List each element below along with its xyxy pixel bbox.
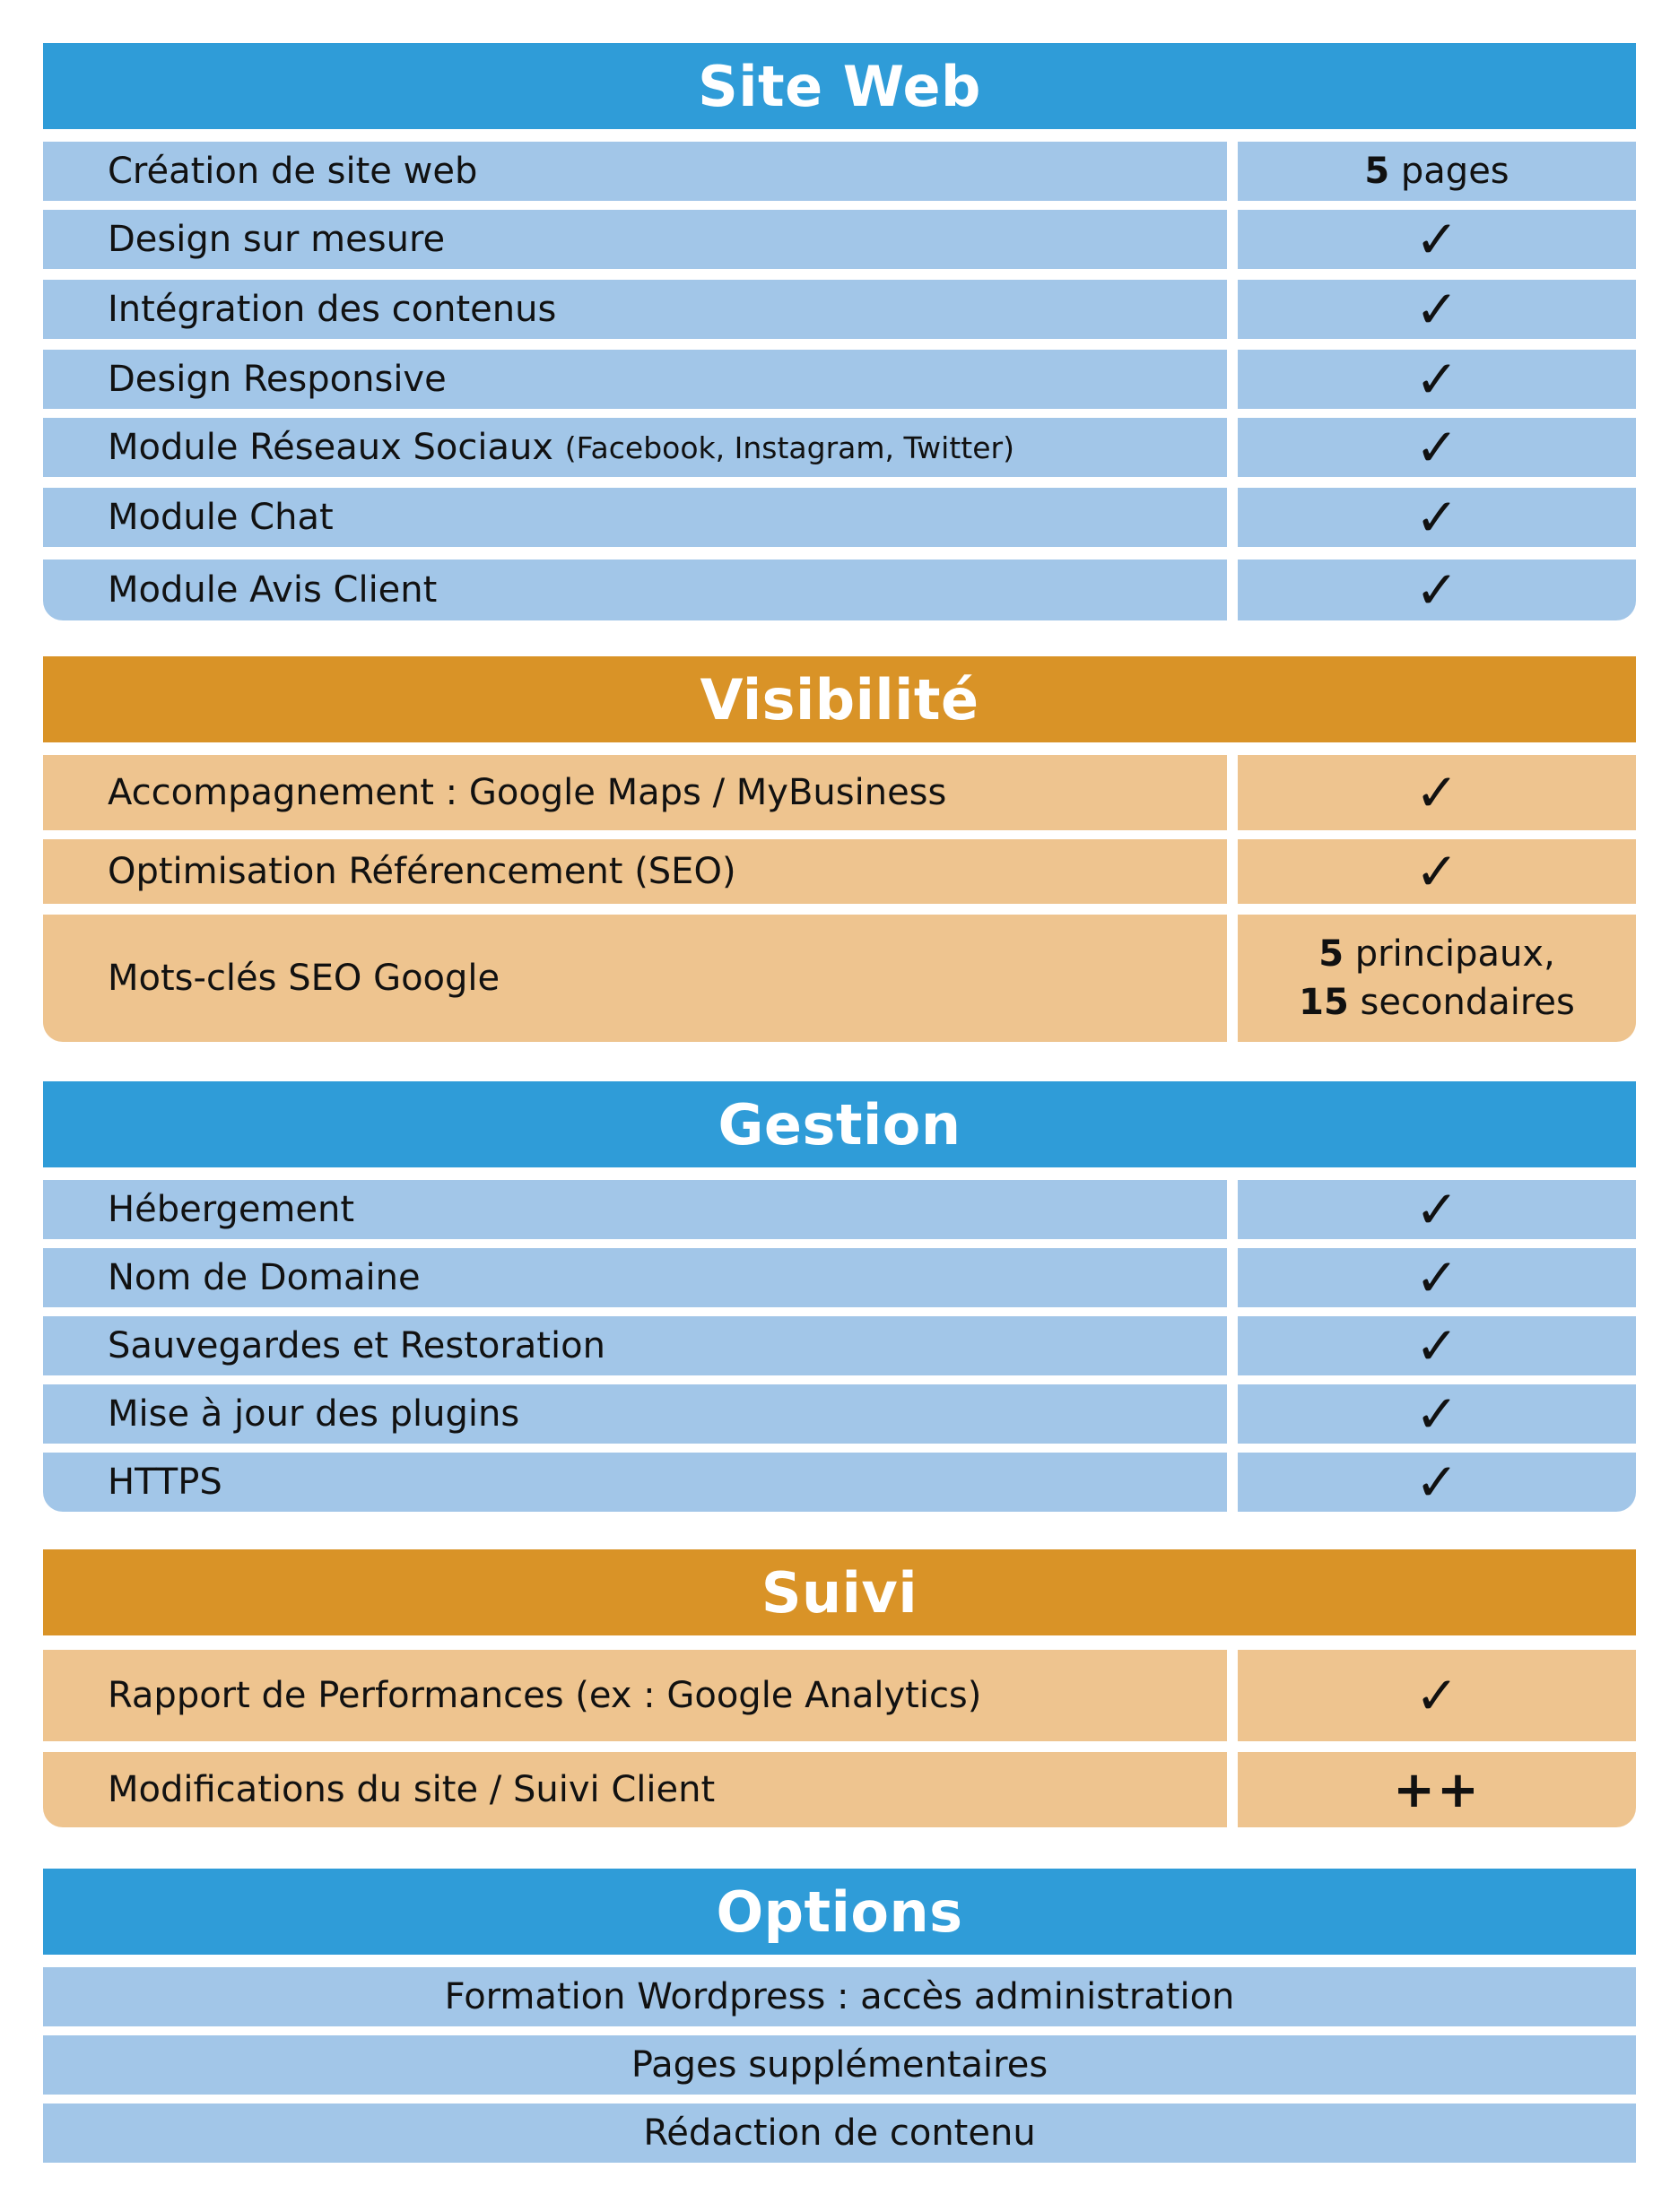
row-value: ✓ xyxy=(1238,418,1636,477)
row-value: ✓ xyxy=(1238,280,1636,339)
row-value: ✓ xyxy=(1238,1453,1636,1512)
section-header-options: Options xyxy=(43,1869,1636,1955)
checkmark-icon: ✓ xyxy=(1414,762,1459,823)
checkmark-icon: ✓ xyxy=(1414,279,1459,340)
row-label: Design Responsive xyxy=(43,350,1227,409)
row-value: ✓ xyxy=(1238,1316,1636,1375)
checkmark-icon: ✓ xyxy=(1414,1179,1459,1240)
row-value: ++ xyxy=(1238,1752,1636,1827)
table-row: Accompagnement : Google Maps / MyBusines… xyxy=(43,755,1636,830)
table-row: Nom de Domaine ✓ xyxy=(43,1248,1636,1307)
row-value: ✓ xyxy=(1238,350,1636,409)
table-row: Création de site web 5 pages xyxy=(43,142,1636,201)
row-value: ✓ xyxy=(1238,488,1636,547)
checkmark-icon: ✓ xyxy=(1414,1315,1459,1376)
section-title: Site Web xyxy=(698,53,981,119)
section-title: Suivi xyxy=(761,1559,918,1626)
row-value: 5 pages xyxy=(1238,142,1636,201)
table-row: Module Réseaux Sociaux (Facebook, Instag… xyxy=(43,418,1636,477)
checkmark-icon: ✓ xyxy=(1414,841,1459,902)
table-row: Intégration des contenus ✓ xyxy=(43,280,1636,339)
checkmark-icon: ✓ xyxy=(1414,1452,1459,1513)
row-value: ✓ xyxy=(1238,560,1636,620)
section-header-gestion: Gestion xyxy=(43,1081,1636,1167)
row-value: ✓ xyxy=(1238,1248,1636,1307)
checkmark-icon: ✓ xyxy=(1414,560,1459,620)
section-header-visibilite: Visibilité xyxy=(43,656,1636,742)
row-label: Design sur mesure xyxy=(43,210,1227,269)
checkmark-icon: ✓ xyxy=(1414,417,1459,478)
row-label: Accompagnement : Google Maps / MyBusines… xyxy=(43,755,1227,830)
row-label: HTTPS xyxy=(43,1453,1227,1512)
checkmark-icon: ✓ xyxy=(1414,487,1459,548)
row-value: ✓ xyxy=(1238,1384,1636,1444)
section-title: Visibilité xyxy=(700,666,979,733)
table-row: Design Responsive ✓ xyxy=(43,350,1636,409)
row-label: Mise à jour des plugins xyxy=(43,1384,1227,1444)
row-label: Rapport de Performances (ex : Google Ana… xyxy=(43,1650,1227,1741)
table-row: Module Avis Client ✓ xyxy=(43,560,1636,620)
row-label: Module Réseaux Sociaux (Facebook, Instag… xyxy=(43,418,1227,477)
section-header-site-web: Site Web xyxy=(43,43,1636,129)
section-header-suivi: Suivi xyxy=(43,1549,1636,1635)
row-label: Modifications du site / Suivi Client xyxy=(43,1752,1227,1827)
table-row: Mise à jour des plugins ✓ xyxy=(43,1384,1636,1444)
option-item: Formation Wordpress : accès administrati… xyxy=(43,1967,1636,2026)
row-label: Module Chat xyxy=(43,488,1227,547)
table-row: Optimisation Référencement (SEO) ✓ xyxy=(43,839,1636,904)
option-item: Rédaction de contenu xyxy=(43,2104,1636,2163)
table-row: Module Chat ✓ xyxy=(43,488,1636,547)
row-label: Hébergement xyxy=(43,1180,1227,1239)
row-label: Optimisation Référencement (SEO) xyxy=(43,839,1227,904)
section-title: Options xyxy=(716,1878,963,1945)
row-label: Intégration des contenus xyxy=(43,280,1227,339)
row-value: ✓ xyxy=(1238,755,1636,830)
row-label: Sauvegardes et Restoration xyxy=(43,1316,1227,1375)
checkmark-icon: ✓ xyxy=(1414,1247,1459,1308)
table-row: Hébergement ✓ xyxy=(43,1180,1636,1239)
section-title: Gestion xyxy=(718,1091,961,1158)
table-row: Mots-clés SEO Google 5 principaux, 15 se… xyxy=(43,915,1636,1042)
row-value: ✓ xyxy=(1238,210,1636,269)
option-item: Pages supplémentaires xyxy=(43,2035,1636,2095)
table-row: Modifications du site / Suivi Client ++ xyxy=(43,1752,1636,1827)
row-label: Création de site web xyxy=(43,142,1227,201)
table-row: Design sur mesure ✓ xyxy=(43,210,1636,269)
checkmark-icon: ✓ xyxy=(1414,1665,1459,1726)
table-row: Rapport de Performances (ex : Google Ana… xyxy=(43,1650,1636,1741)
row-value: ✓ xyxy=(1238,1180,1636,1239)
table-row: Sauvegardes et Restoration ✓ xyxy=(43,1316,1636,1375)
checkmark-icon: ✓ xyxy=(1414,349,1459,410)
checkmark-icon: ✓ xyxy=(1414,1384,1459,1444)
table-row: HTTPS ✓ xyxy=(43,1453,1636,1512)
plus-plus-icon: ++ xyxy=(1393,1760,1481,1819)
row-label: Nom de Domaine xyxy=(43,1248,1227,1307)
row-label: Mots-clés SEO Google xyxy=(43,915,1227,1042)
row-value: 5 principaux, 15 secondaires xyxy=(1238,915,1636,1042)
row-value: ✓ xyxy=(1238,839,1636,904)
keyword-count: 5 principaux, 15 secondaires xyxy=(1299,933,1575,1023)
row-label: Module Avis Client xyxy=(43,560,1227,620)
checkmark-icon: ✓ xyxy=(1414,209,1459,270)
row-value: ✓ xyxy=(1238,1650,1636,1741)
